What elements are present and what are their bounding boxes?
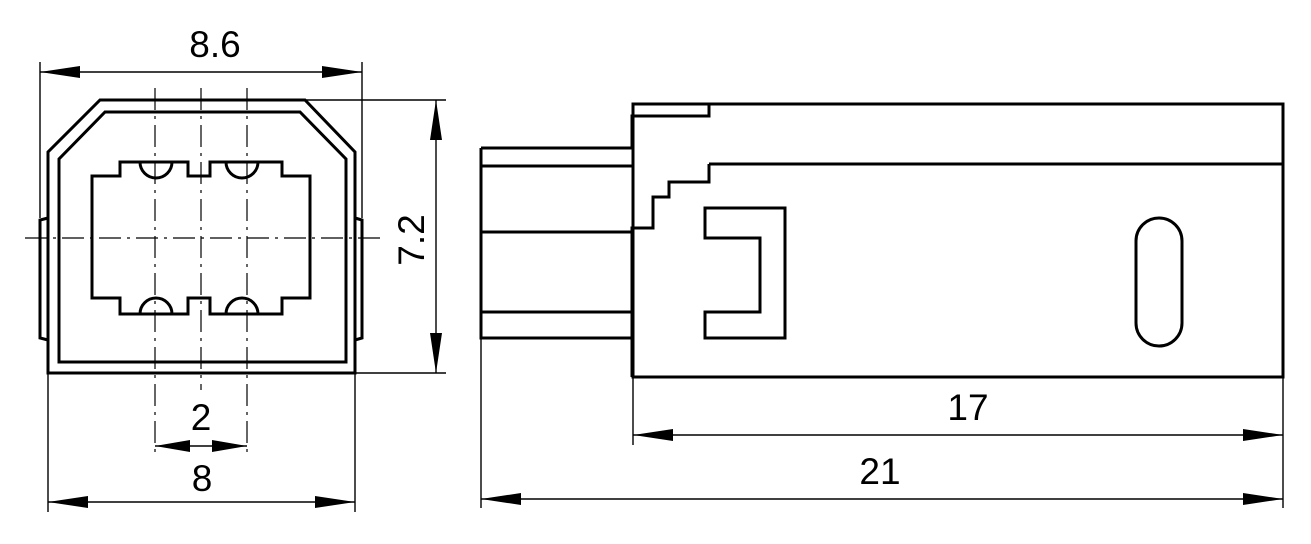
pin-contact-top-left <box>138 161 174 180</box>
dimension-label-21: 21 <box>859 451 900 492</box>
plug-tongue <box>479 148 632 340</box>
arrow-21-right <box>1243 493 1283 505</box>
oval-slot <box>1134 216 1184 348</box>
dimension-label-8-6: 8.6 <box>189 24 240 65</box>
arrow-21-left <box>481 493 521 505</box>
arrow-8-6-right <box>322 66 362 78</box>
inner-shell <box>57 110 348 364</box>
arrow-8-left <box>48 496 88 508</box>
arrow-2-left <box>155 440 190 452</box>
stepped-profile <box>481 104 711 377</box>
arrow-8-right <box>315 496 355 508</box>
arrow-7-2-top <box>430 100 442 140</box>
latch-window <box>703 206 787 340</box>
front-view: 8.6 7.2 2 8 <box>25 24 446 512</box>
arrow-17-right <box>1243 429 1283 441</box>
dimension-label-2: 2 <box>191 397 212 438</box>
pin-contact-bottom-left <box>138 296 174 315</box>
housing-body <box>631 102 1285 379</box>
pin-contact-top-right <box>224 161 260 180</box>
dimension-label-17: 17 <box>947 387 988 428</box>
pin-contact-bottom-right <box>224 296 260 315</box>
left-side-tab <box>38 216 49 342</box>
arrow-2-right <box>212 440 247 452</box>
dimension-label-7-2: 7.2 <box>391 214 432 265</box>
arrow-7-2-bottom <box>430 333 442 373</box>
pin-housing <box>90 160 312 316</box>
right-side-tab <box>354 216 364 342</box>
dimension-label-8: 8 <box>192 458 213 499</box>
side-view: 17 21 <box>479 102 1285 508</box>
arrow-8-6-left <box>40 66 80 78</box>
arrow-17-left <box>633 429 673 441</box>
